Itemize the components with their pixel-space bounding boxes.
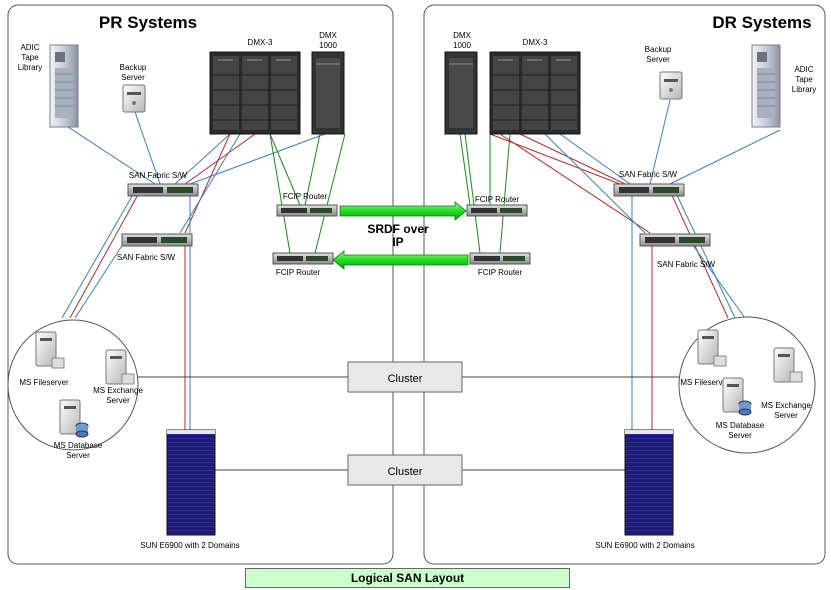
dr-san-switch-bottom-label: SAN Fabric S/W xyxy=(657,260,716,269)
pr-database-server-icon xyxy=(59,399,89,438)
dr-fcip-router-top-label: FCIP Router xyxy=(475,195,520,204)
dr-dmx3-array-icon xyxy=(489,51,581,135)
dr-fcip-router-bottom-icon xyxy=(469,252,531,265)
dr-sun-label: SUN E6900 with 2 Domains xyxy=(595,541,694,550)
dr-fileserver-icon xyxy=(697,329,727,367)
cluster-label-top: Cluster xyxy=(388,373,423,385)
pr-exchange-server-icon xyxy=(105,349,135,385)
pr-sun-top-strip xyxy=(167,430,215,434)
dr-dmx3-label: DMX-3 xyxy=(523,38,548,47)
pr-title: PR Systems xyxy=(99,13,197,32)
srdf-arrow-left-icon xyxy=(332,250,469,270)
cluster-links xyxy=(135,376,680,471)
pr-fcip-router-bottom-icon xyxy=(272,252,334,265)
dr-san-switch-bottom-icon xyxy=(639,233,711,247)
pr-dmx3-array-icon xyxy=(209,51,301,135)
pr-dmx3-label: DMX-3 xyxy=(248,38,273,47)
dr-database-server-icon xyxy=(722,377,752,416)
dr-tape-library-icon xyxy=(751,44,781,128)
dr-backup-server-icon xyxy=(659,71,683,100)
dr-san-switch-top-icon xyxy=(613,183,685,197)
dr-fcip-router-top-icon xyxy=(466,204,528,217)
cluster-label-bottom: Cluster xyxy=(388,466,423,478)
dr-fileserver-label: MS Fileserver xyxy=(680,378,730,387)
pr-fcip-router-bottom-label: FCIP Router xyxy=(276,268,321,277)
pr-fcip-router-top-icon xyxy=(276,204,338,217)
pr-backup-server-icon xyxy=(122,84,146,113)
dr-san-switch-top-label: SAN Fabric S/W xyxy=(619,170,678,179)
dr-title: DR Systems xyxy=(712,13,811,32)
dr-fcip-router-bottom-label: FCIP Router xyxy=(478,268,523,277)
cluster-box-bottom xyxy=(347,454,463,486)
pr-fcip-router-top-label: FCIP Router xyxy=(283,192,328,201)
pr-san-switch-top-label: SAN Fabric S/W xyxy=(129,171,188,180)
pr-san-switch-bottom-label: SAN Fabric S/W xyxy=(117,253,176,262)
pr-san-switch-top-icon xyxy=(127,183,199,197)
pr-san-switch-bottom-icon xyxy=(121,233,193,247)
pr-links xyxy=(61,111,346,430)
pr-sun-label: SUN E6900 with 2 Domains xyxy=(140,541,239,550)
diagram-caption: Logical SAN Layout xyxy=(245,568,570,588)
pr-sun-e6900-icon xyxy=(166,429,216,536)
pr-fileserver-label: MS Fileserver xyxy=(19,378,69,387)
dr-exchange-server-icon xyxy=(773,347,803,383)
cluster-box-top xyxy=(347,361,463,393)
dr-dmx1000-array-icon xyxy=(444,51,478,135)
dr-links xyxy=(459,99,781,430)
pr-tape-library-icon xyxy=(49,44,79,128)
dr-sun-top-strip xyxy=(625,430,673,434)
pr-fileserver-icon xyxy=(35,331,65,369)
srdf-arrow-right-icon xyxy=(339,201,467,221)
dr-sun-e6900-icon xyxy=(624,429,674,536)
pr-dmx1000-array-icon xyxy=(311,51,345,135)
